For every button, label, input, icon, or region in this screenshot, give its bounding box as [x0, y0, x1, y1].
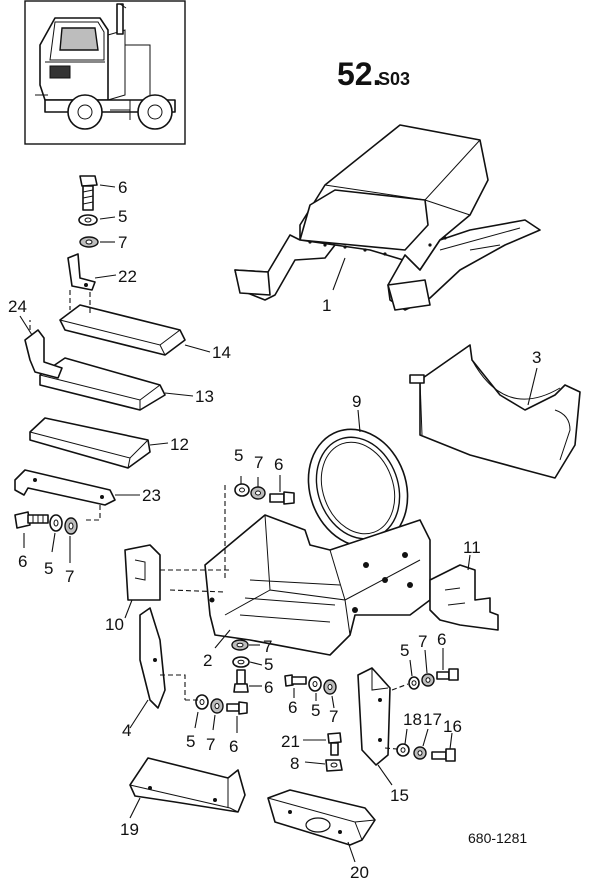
callout-7-g: 7 — [418, 632, 427, 651]
callout-6-d: 6 — [264, 678, 273, 697]
section-header: 52. S03 — [337, 56, 410, 92]
part-1-hood-cover — [234, 124, 541, 311]
part-15-vertical-bracket — [357, 667, 393, 786]
bolt-row-upper-middle — [234, 475, 295, 505]
callout-16: 16 — [443, 717, 462, 736]
callout-12: 12 — [170, 435, 189, 454]
section-suffix: S03 — [378, 69, 410, 89]
part-20-bottom-plate — [267, 789, 376, 863]
callout-7-b: 7 — [65, 567, 74, 586]
callout-5-e: 5 — [186, 732, 195, 751]
callout-5-c: 5 — [234, 446, 243, 465]
callout-6-e: 6 — [229, 737, 238, 756]
callout-6-b: 6 — [18, 552, 27, 571]
callout-4: 4 — [122, 721, 131, 740]
bolt-row-bottom-left — [185, 694, 248, 733]
callout-6-c: 6 — [274, 455, 283, 474]
truck-thumbnail — [24, 0, 186, 145]
part-12-pad — [29, 417, 169, 469]
section-number: 52. — [337, 56, 381, 92]
callout-19: 19 — [120, 820, 139, 839]
callout-15: 15 — [390, 786, 409, 805]
part-4-l-bracket — [129, 607, 186, 729]
part-9-seal-ring — [307, 409, 409, 548]
part-13-pad — [39, 357, 194, 411]
part-3-rear-shroud — [409, 344, 581, 479]
callout-7-a: 7 — [118, 233, 127, 252]
part-22-small-bracket — [67, 253, 117, 315]
part-14-pad — [59, 304, 211, 356]
callout-5-a: 5 — [118, 207, 127, 226]
callout-22: 22 — [118, 267, 137, 286]
bolt-row-right — [391, 648, 459, 691]
callout-21: 21 — [281, 732, 300, 751]
part-23-strap-bracket — [14, 469, 140, 521]
bolt-21-nut-8 — [303, 732, 343, 772]
callout-5-f: 5 — [311, 701, 320, 720]
part-2-main-frame — [160, 485, 431, 656]
callout-9: 9 — [352, 392, 361, 411]
callout-7-d: 7 — [263, 637, 272, 656]
callout-5-g: 5 — [400, 641, 409, 660]
callout-5-b: 5 — [44, 559, 53, 578]
callout-6-a: 6 — [118, 178, 127, 197]
bolt-row-lower-right — [384, 728, 456, 762]
bolt-row-middle — [284, 674, 337, 709]
callout-7-f: 7 — [329, 707, 338, 726]
callout-20: 20 — [350, 863, 369, 882]
callout-1: 1 — [322, 296, 331, 315]
part-10-side-bracket — [124, 544, 161, 619]
bolt-row-left — [14, 511, 78, 563]
callout-10: 10 — [105, 615, 124, 634]
part-24-angle-bracket — [19, 315, 63, 379]
callout-13: 13 — [195, 387, 214, 406]
part-11-right-bracket — [429, 554, 499, 631]
callout-3: 3 — [532, 348, 541, 367]
callout-6-f: 6 — [288, 698, 297, 717]
callout-17: 17 — [423, 710, 442, 729]
callout-7-c: 7 — [254, 453, 263, 472]
callout-24: 24 — [8, 297, 27, 316]
callout-18: 18 — [403, 710, 422, 729]
callout-2: 2 — [203, 651, 212, 670]
callout-6-g: 6 — [437, 630, 446, 649]
bolt-stack-top — [78, 175, 116, 248]
callout-14: 14 — [212, 343, 231, 362]
callout-7-e: 7 — [206, 735, 215, 754]
callout-11: 11 — [463, 538, 481, 557]
callout-5-d: 5 — [264, 655, 273, 674]
bolt-stack-center — [231, 639, 263, 693]
callout-23: 23 — [142, 486, 161, 505]
callout-8: 8 — [290, 754, 299, 773]
drawing-reference-code: 680-1281 — [468, 830, 527, 846]
part-19-bottom-plate — [129, 757, 246, 819]
